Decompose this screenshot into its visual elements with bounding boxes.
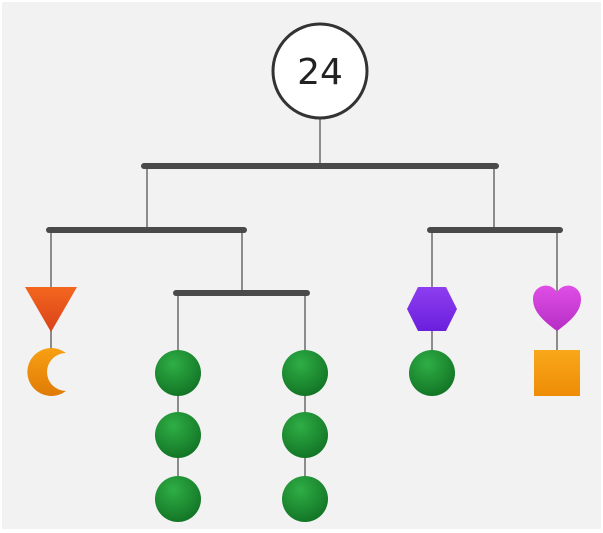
total-weight-value: 24 [297,52,343,93]
hexagon-shape [407,287,457,331]
bars [46,163,563,296]
triangle-shape [25,287,77,332]
ball-shape [409,350,455,396]
heart-shape [533,285,581,331]
square-shape [534,350,580,396]
total-weight-node: 24 [271,22,369,120]
ball-shape [282,476,328,522]
ball-shape [155,412,201,458]
total-weight-circle [271,22,369,120]
ball-shape [282,412,328,458]
ball-shape [155,350,201,396]
ball-shape [155,476,201,522]
moon-shape [27,348,66,397]
ball-shape [282,350,328,396]
